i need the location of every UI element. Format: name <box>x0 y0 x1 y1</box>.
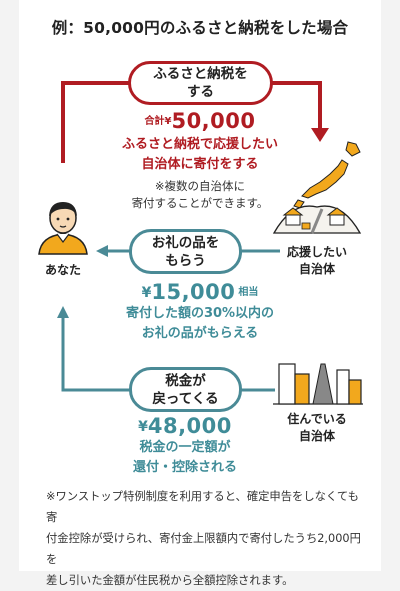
gift-arrowhead <box>96 245 108 257</box>
step-gift-pill-line2: もらう <box>165 252 206 269</box>
step-donate-amount-prefix: 合計¥ <box>144 116 172 127</box>
step-donate-note: ※複数の自治体に 寄付することができます。 <box>100 178 300 212</box>
step-gift-description-line2: お礼の品がもらえる <box>141 326 259 341</box>
step-gift-description-line1: 寄付した額の30%以内の <box>125 306 275 321</box>
home-municipality-label: 住んでいる 自治体 <box>282 411 352 445</box>
step-refund-description: 税金の一定額が 還付・控除される <box>85 438 285 478</box>
diagram-title: 例：50,000円のふるさと納税をした場合 <box>51 19 349 37</box>
refund-arrowhead <box>57 306 69 318</box>
step-refund-amount-value: 48,000 <box>147 414 232 438</box>
footnote-line2: 付金控除が受けられ、寄付金上限額内で寄付したうち2,000円を <box>46 532 361 566</box>
footnote-line1: ※ワンストップ特例制度を利用すると、確定申告をしなくても寄 <box>46 490 359 524</box>
step-gift-description: 寄付した額の30%以内の お礼の品がもらえる <box>95 304 305 344</box>
japan-map-icon <box>293 141 361 209</box>
step-donate-description-line1: ふるさと納税で応援したい <box>121 137 278 152</box>
support-municipality-label-line2: 自治体 <box>298 262 335 276</box>
step-refund-amount-prefix: ¥ <box>138 419 148 435</box>
footnote: ※ワンストップ特例制度を利用すると、確定申告をしなくても寄 付金控除が受けられ、… <box>46 486 362 591</box>
support-municipality-label-line1: 応援したい <box>286 245 347 259</box>
you-label: あなた <box>44 263 81 277</box>
footnote-line3: 差し引いた金額が住民税から全額控除されます。 <box>46 574 294 587</box>
step-donate-note-line1: ※複数の自治体に <box>154 179 246 193</box>
step-donate-amount: 合計¥50,000 <box>100 109 300 133</box>
step-donate-description: ふるさと納税で応援したい 自治体に寄付をする <box>100 135 300 175</box>
step-gift-pill-line1: お礼の品を <box>151 234 220 251</box>
step-donate-description-line2: 自治体に寄付をする <box>141 157 259 172</box>
home-municipality-label-line1: 住んでいる <box>287 412 347 426</box>
support-town-icon <box>272 205 362 234</box>
step-donate-pill-line1: ふるさと納税を <box>153 66 248 82</box>
support-municipality-label: 応援したい 自治体 <box>282 244 352 278</box>
step-refund-pill: 税金が 戻ってくる <box>129 367 242 412</box>
step-donate-pill-line2: する <box>187 84 214 100</box>
step-gift-amount-value: 15,000 <box>151 280 236 304</box>
home-city-icon <box>273 363 363 405</box>
step-gift-pill: お礼の品を もらう <box>129 229 242 274</box>
donation-arrowhead <box>311 128 329 142</box>
person-icon <box>38 202 88 255</box>
step-gift-amount-suffix: 相当 <box>238 287 259 298</box>
step-refund-pill-line1: 税金が <box>165 372 206 389</box>
step-donate-pill: ふるさと納税を する <box>128 61 273 105</box>
step-refund-description-line1: 税金の一定額が <box>139 440 231 455</box>
step-gift-amount-prefix: ¥ <box>141 285 152 301</box>
home-municipality-label-line2: 自治体 <box>298 429 335 443</box>
step-refund-amount: ¥48,000 <box>85 414 285 438</box>
step-refund-pill-line2: 戻ってくる <box>152 390 219 407</box>
step-donate-note-line2: 寄付することができます。 <box>131 196 269 210</box>
step-donate-amount-value: 50,000 <box>171 109 256 133</box>
step-refund-description-line2: 還付・控除される <box>132 460 237 475</box>
